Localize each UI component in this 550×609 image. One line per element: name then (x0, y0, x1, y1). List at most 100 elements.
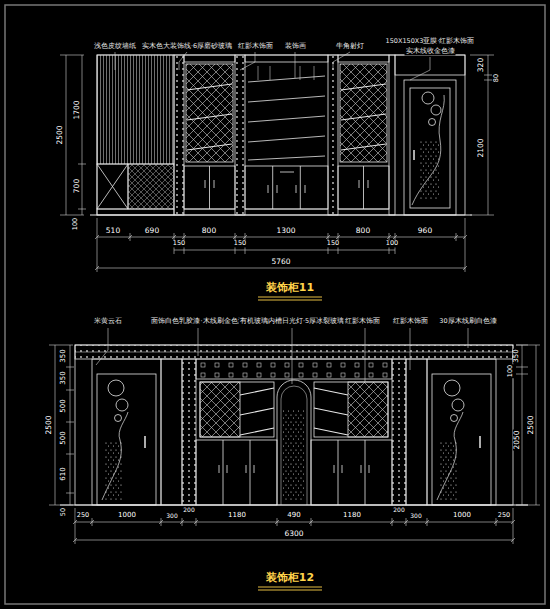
drawing-stroke (116, 399, 128, 411)
drawing-stroke (179, 52, 187, 70)
dimension-text: 800 (355, 227, 371, 235)
drawing-stroke (245, 166, 328, 209)
material-callout: 有机玻璃内槽日光灯·5厚冰裂玻璃 (239, 318, 345, 325)
leader-lines-bottom (96, 328, 468, 384)
drawing-stroke (95, 235, 467, 270)
dimension-text: 2500 (527, 414, 535, 435)
drawing-stroke (161, 359, 182, 505)
drawing-stroke (187, 84, 232, 150)
dimension-lines-bottom (49, 345, 540, 544)
dimension-text: 500 (60, 430, 68, 445)
drawing-stroke (97, 268, 465, 269)
dimension-text: 1300 (275, 227, 296, 235)
drawing-stroke (311, 440, 392, 505)
dimension-text: 1180 (227, 512, 247, 520)
sheet-frame (5, 5, 545, 604)
drawing-stroke (248, 76, 325, 160)
drawing-stroke (97, 237, 465, 238)
drawing-stroke (452, 399, 464, 411)
drawing-stroke (328, 55, 338, 215)
dimension-text: 700 (73, 178, 81, 194)
dimension-text: 200 (182, 507, 195, 514)
material-callout: 红影木饰面 (237, 43, 274, 50)
drawing-stroke (108, 380, 124, 396)
dimension-text: 350 (60, 348, 68, 363)
drawing-stroke (97, 374, 156, 505)
dimension-text: 960 (417, 227, 433, 235)
drawing-stroke (205, 180, 214, 188)
drawing-stroke (410, 328, 411, 370)
drawing-stroke (277, 380, 311, 505)
dimension-text: 250 (76, 512, 90, 519)
drawing-stroke (97, 218, 465, 272)
drawing-stroke (219, 465, 369, 473)
title-underline (258, 297, 322, 300)
drawing-stroke (281, 386, 307, 505)
drawing-stroke (196, 359, 392, 379)
dimension-text: 2100 (477, 137, 485, 158)
dimension-text: 490 (286, 512, 301, 520)
dimension-text: 5760 (270, 258, 291, 266)
drawing-stroke (314, 388, 348, 435)
drawing-stroke (437, 412, 463, 500)
drawing-stroke (338, 166, 389, 209)
dimension-text: 800 (201, 227, 217, 235)
drawing-stroke (184, 166, 235, 209)
drawing-stroke (128, 164, 174, 209)
dimension-text: 500 (60, 398, 68, 413)
dimension-text: 320 (477, 57, 485, 73)
drawing-stroke (444, 380, 460, 396)
title-underline (258, 587, 322, 590)
drawing-stroke (130, 233, 456, 254)
dimension-text: 610 (60, 466, 68, 481)
drawing-stroke (341, 84, 386, 150)
dimension-text: 50 (60, 507, 67, 517)
material-callout: 30厚木线刷白色漆 (438, 318, 497, 325)
dimension-lines-top (60, 55, 494, 272)
material-callout: 装饰画 (284, 43, 307, 50)
drawing-stroke (283, 410, 305, 500)
dimension-text: 100 (72, 217, 79, 231)
dimension-text: 300 (409, 513, 422, 520)
drawing-stroke (198, 328, 199, 356)
drawing-stroke (92, 359, 161, 505)
drawing-stroke (427, 359, 496, 505)
dimension-text: 2500 (56, 124, 64, 145)
drawing-stroke (97, 55, 174, 164)
drawing-stroke (365, 328, 366, 382)
drawing-stroke (75, 345, 513, 505)
drawing-stroke (451, 415, 458, 422)
drawing-stroke (404, 80, 456, 215)
dimension-text: 150 (172, 240, 186, 247)
drawing-stroke (314, 382, 388, 437)
drawing-stroke (184, 55, 235, 62)
material-callout: 面饰白色乳胶漆·木线刷金色漆 (150, 318, 245, 325)
drawing-title: 装饰柜11 (265, 282, 315, 294)
drawing-stroke (96, 328, 108, 365)
dimension-text: 80 (493, 73, 500, 83)
drawing-stroke (340, 64, 387, 162)
dimension-text: 300 (165, 513, 178, 520)
drawing-stroke (75, 522, 513, 540)
dimension-text: 150 (233, 240, 247, 247)
dimension-text: 510 (105, 227, 121, 235)
dimension-text: 100 (507, 364, 514, 378)
drawing-stroke (174, 250, 395, 251)
drawing-stroke (200, 382, 240, 437)
dimension-text: 6300 (283, 530, 304, 538)
drawing-stroke (338, 166, 389, 209)
material-callout: 红影木饰面 (392, 318, 429, 325)
drawing-stroke (60, 504, 528, 505)
drawing-stroke (348, 382, 388, 437)
material-callout: 浅色皮纹墙纸 (93, 43, 137, 50)
drawing-stroke (235, 55, 245, 215)
drawing-stroke (439, 440, 457, 500)
material-callout: 红影木饰面 (344, 318, 381, 325)
drawing-stroke (186, 64, 233, 162)
dimension-text: 1000 (452, 512, 472, 520)
drawing-stroke (240, 388, 274, 435)
drawing-stroke (97, 164, 128, 209)
drawing-stroke (200, 382, 274, 437)
drawing-stroke (182, 359, 196, 505)
